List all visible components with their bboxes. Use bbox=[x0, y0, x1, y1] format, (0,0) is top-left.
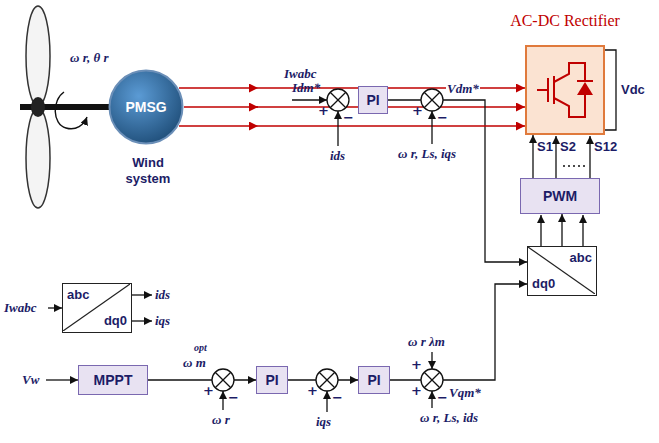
signal-label: S1 bbox=[537, 139, 553, 155]
node-text: PI bbox=[366, 92, 379, 108]
signal-label: Idm* bbox=[292, 80, 320, 96]
feedback-arrow bbox=[431, 111, 432, 144]
pwm-input-line bbox=[540, 215, 541, 246]
summing-junction bbox=[327, 89, 349, 111]
signal-label: ω r λm bbox=[408, 334, 445, 350]
sign-label: − bbox=[228, 390, 239, 406]
feedback-arrow bbox=[431, 391, 432, 408]
generator-circle: PMSG bbox=[108, 69, 184, 145]
summing-junction bbox=[316, 369, 338, 391]
node-text: PI bbox=[265, 372, 278, 388]
signal-label: S2 bbox=[560, 139, 576, 155]
reference-arrow bbox=[292, 99, 327, 100]
transform-box: abc dq0 bbox=[527, 246, 597, 296]
pi-controller: PI bbox=[256, 366, 288, 394]
signal-connector bbox=[390, 284, 527, 380]
node-text: PMSG bbox=[125, 99, 166, 115]
summing-junction bbox=[212, 369, 234, 391]
signal-label: Iwabc bbox=[4, 300, 37, 316]
vdc-terminal bbox=[605, 50, 616, 130]
ids-output-arrow bbox=[132, 294, 152, 295]
signal-label: S12 bbox=[594, 139, 617, 155]
node-text: PWM bbox=[543, 188, 577, 204]
sign-label: + bbox=[203, 383, 214, 399]
connector-label: ω m bbox=[182, 355, 207, 371]
phase-line bbox=[258, 125, 525, 127]
signal-label: ω r bbox=[212, 412, 230, 428]
signal-label: Vw bbox=[22, 372, 39, 388]
signal-label: ω r, Ls, iqs bbox=[398, 146, 456, 162]
signal-connector bbox=[561, 214, 562, 246]
rotation-arrow bbox=[55, 92, 87, 129]
signal-label: iqs bbox=[155, 313, 170, 329]
signal-label: opt bbox=[194, 342, 207, 354]
node-text: PI bbox=[367, 372, 380, 388]
signal-connector bbox=[184, 106, 525, 108]
sign-label: + bbox=[411, 357, 422, 373]
signal-label: Vdc bbox=[621, 82, 645, 98]
diagonal-line bbox=[528, 247, 595, 294]
phase-line bbox=[179, 87, 258, 89]
wind-speed-arrow bbox=[46, 379, 78, 380]
node-text: abc bbox=[570, 250, 592, 266]
rectifier-box: AC-DC Rectifier bbox=[525, 45, 605, 135]
turbine-blade bbox=[26, 108, 50, 208]
summing-junction bbox=[421, 89, 443, 111]
signal-label: ids bbox=[330, 148, 345, 164]
connector-label: Iwabc bbox=[283, 66, 318, 82]
node-text: MPPT bbox=[94, 372, 133, 388]
igbt-symbol bbox=[537, 63, 593, 117]
pwm-input-line bbox=[582, 215, 583, 246]
transform-box: abc dq0 bbox=[62, 283, 132, 333]
signal-label: ω r, Ls, ids bbox=[420, 410, 478, 426]
connector-label: Vdm* bbox=[446, 81, 480, 97]
sign-label: + bbox=[412, 103, 423, 119]
node-text: abc bbox=[67, 287, 89, 303]
sign-label: − bbox=[437, 110, 448, 126]
feedforward-arrow bbox=[431, 352, 432, 369]
current-input-arrow bbox=[48, 307, 62, 308]
sign-label: − bbox=[343, 110, 354, 126]
gate-signal-line bbox=[555, 136, 556, 178]
sign-label: − bbox=[437, 390, 448, 406]
igbt-symbol bbox=[527, 47, 603, 133]
signal-label: ids bbox=[155, 287, 170, 303]
connector-label: Vqm* bbox=[448, 385, 482, 401]
gate-signal-line bbox=[589, 136, 590, 178]
signal-connector bbox=[388, 100, 527, 262]
diode-symbol bbox=[577, 82, 593, 95]
mppt-box: MPPT bbox=[78, 365, 148, 395]
sign-label: + bbox=[307, 383, 318, 399]
pi-controller: PI bbox=[358, 366, 390, 394]
signal-label: ω r, θ r bbox=[70, 50, 109, 66]
feedback-arrow bbox=[222, 391, 223, 410]
diagonal-line bbox=[63, 284, 130, 331]
gate-signal-dots bbox=[563, 165, 586, 166]
wind-turbine bbox=[20, 6, 112, 208]
signal-label: iqs bbox=[316, 414, 331, 430]
feedback-arrow bbox=[326, 391, 327, 412]
signal-connector bbox=[532, 135, 533, 178]
component-title: AC-DC Rectifier bbox=[510, 13, 620, 29]
pwm-box: PWM bbox=[520, 178, 600, 214]
phase-arrow bbox=[250, 106, 258, 108]
sign-label: + bbox=[411, 383, 422, 399]
turbine-hub bbox=[31, 97, 45, 117]
sign-label: − bbox=[332, 390, 343, 406]
iqs-output-arrow bbox=[132, 320, 152, 321]
signal-connector bbox=[148, 379, 256, 380]
node-text: dq0 bbox=[532, 276, 555, 292]
phase-line bbox=[179, 125, 258, 127]
sign-label: + bbox=[318, 103, 329, 119]
summing-junction bbox=[421, 369, 443, 391]
signal-label: Wind system bbox=[118, 155, 178, 187]
node-text: dq0 bbox=[104, 313, 127, 329]
turbine-blade bbox=[26, 6, 50, 106]
feedback-arrow bbox=[337, 111, 338, 146]
pi-controller: PI bbox=[358, 86, 388, 114]
generator-circle bbox=[110, 71, 183, 144]
